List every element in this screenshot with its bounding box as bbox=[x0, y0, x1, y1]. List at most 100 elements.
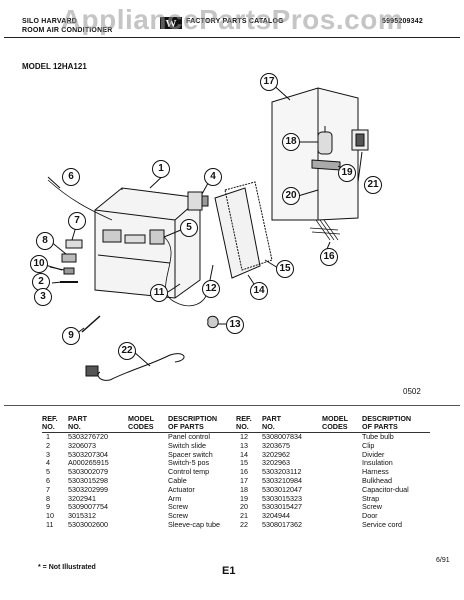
description-cell: Switch-5 pos bbox=[168, 458, 210, 468]
callout-5: 5 bbox=[180, 219, 198, 237]
part-number-cell: 5308017362 bbox=[262, 519, 302, 529]
part-number-cell: 3202941 bbox=[68, 493, 96, 503]
ref-cell: 6 bbox=[46, 475, 50, 485]
callout-10: 10 bbox=[30, 255, 48, 273]
switch-5pos-part bbox=[187, 191, 209, 211]
part-number-cell: A000265915 bbox=[68, 458, 109, 468]
part-number-cell: 3202962 bbox=[262, 449, 290, 459]
ref-cell: 21 bbox=[240, 511, 248, 521]
model-codes-cell bbox=[322, 486, 362, 495]
model-codes-cell bbox=[322, 459, 362, 468]
footnote-not-illustrated: * = Not Illustrated bbox=[38, 564, 96, 571]
ref-cell: 13 bbox=[240, 440, 248, 450]
ref-cell: 17 bbox=[240, 475, 248, 485]
callout-9: 9 bbox=[62, 327, 80, 345]
ref-cell: 8 bbox=[46, 493, 50, 503]
table-row: 18 5303012047 Capacitor-dual bbox=[236, 484, 430, 495]
description-cell: Spacer switch bbox=[168, 449, 213, 459]
description-cell: Harness bbox=[362, 467, 389, 477]
ref-cell: 18 bbox=[240, 484, 248, 494]
description-cell: Screw bbox=[362, 502, 382, 512]
callout-22: 22 bbox=[118, 342, 136, 360]
ref-cell: 12 bbox=[240, 432, 248, 441]
description-cell: Capacitor-dual bbox=[362, 484, 409, 494]
description-cell: Actuator bbox=[168, 484, 195, 494]
ref-cell: 7 bbox=[46, 484, 50, 494]
model-codes-cell bbox=[128, 468, 168, 477]
part-number-cell: 5303012047 bbox=[262, 484, 302, 494]
callout-13: 13 bbox=[226, 316, 244, 334]
model-codes-cell bbox=[322, 451, 362, 460]
part-number-cell: 3204944 bbox=[262, 511, 290, 521]
header-brand-line2: ROOM AIR CONDITIONER bbox=[22, 27, 113, 34]
diagram-code: 0502 bbox=[403, 387, 421, 396]
part-number-cell: 3015312 bbox=[68, 511, 96, 521]
callout-1: 1 bbox=[152, 160, 170, 178]
ref-cell: 3 bbox=[46, 449, 50, 459]
ref-cell: 15 bbox=[240, 458, 248, 468]
callout-16: 16 bbox=[320, 248, 338, 266]
model-codes-cell bbox=[128, 451, 168, 460]
description-cell: Switch slide bbox=[168, 440, 206, 450]
table-row: 3 5303207304 Spacer switch bbox=[42, 449, 236, 460]
description-cell: Strap bbox=[362, 493, 380, 503]
model-codes-cell bbox=[322, 521, 362, 530]
callout-20: 20 bbox=[282, 187, 300, 205]
model-codes-cell bbox=[322, 503, 362, 512]
part-number-cell: 5303276720 bbox=[68, 432, 108, 441]
exploded-parts-diagram bbox=[41, 81, 369, 381]
model-number: MODEL 12HA121 bbox=[22, 62, 87, 71]
model-codes-cell bbox=[128, 486, 168, 495]
header-brand-line1: SILO HARVARD bbox=[22, 18, 78, 25]
description-cell: Insulation bbox=[362, 458, 393, 468]
ref-cell: 5 bbox=[46, 467, 50, 477]
callout-7: 7 bbox=[68, 212, 86, 230]
part-number-cell: 5303207304 bbox=[68, 449, 108, 459]
callout-4: 4 bbox=[204, 168, 222, 186]
description-cell: Cable bbox=[168, 475, 187, 485]
description-cell: Control temp bbox=[168, 467, 210, 477]
service-cord-part bbox=[85, 353, 185, 381]
part-number-cell: 5303203112 bbox=[262, 467, 302, 477]
description-cell: Screw bbox=[168, 502, 188, 512]
model-codes-cell bbox=[128, 459, 168, 468]
callout-8: 8 bbox=[36, 232, 54, 250]
callout-18: 18 bbox=[282, 133, 300, 151]
model-codes-cell bbox=[128, 503, 168, 512]
ref-cell: 11 bbox=[46, 519, 54, 529]
description-cell: Sleeve-cap tube bbox=[168, 519, 220, 529]
ref-cell: 19 bbox=[240, 493, 248, 503]
model-codes-cell bbox=[322, 433, 362, 442]
ref-cell: 4 bbox=[46, 458, 50, 468]
ref-cell: 9 bbox=[46, 502, 50, 512]
model-codes-cell bbox=[128, 477, 168, 486]
svg-text:W: W bbox=[166, 18, 177, 30]
callout-3: 3 bbox=[34, 288, 52, 306]
model-codes-cell bbox=[322, 477, 362, 486]
model-codes-cell bbox=[322, 468, 362, 477]
part-number-cell: 5303210984 bbox=[262, 475, 302, 485]
